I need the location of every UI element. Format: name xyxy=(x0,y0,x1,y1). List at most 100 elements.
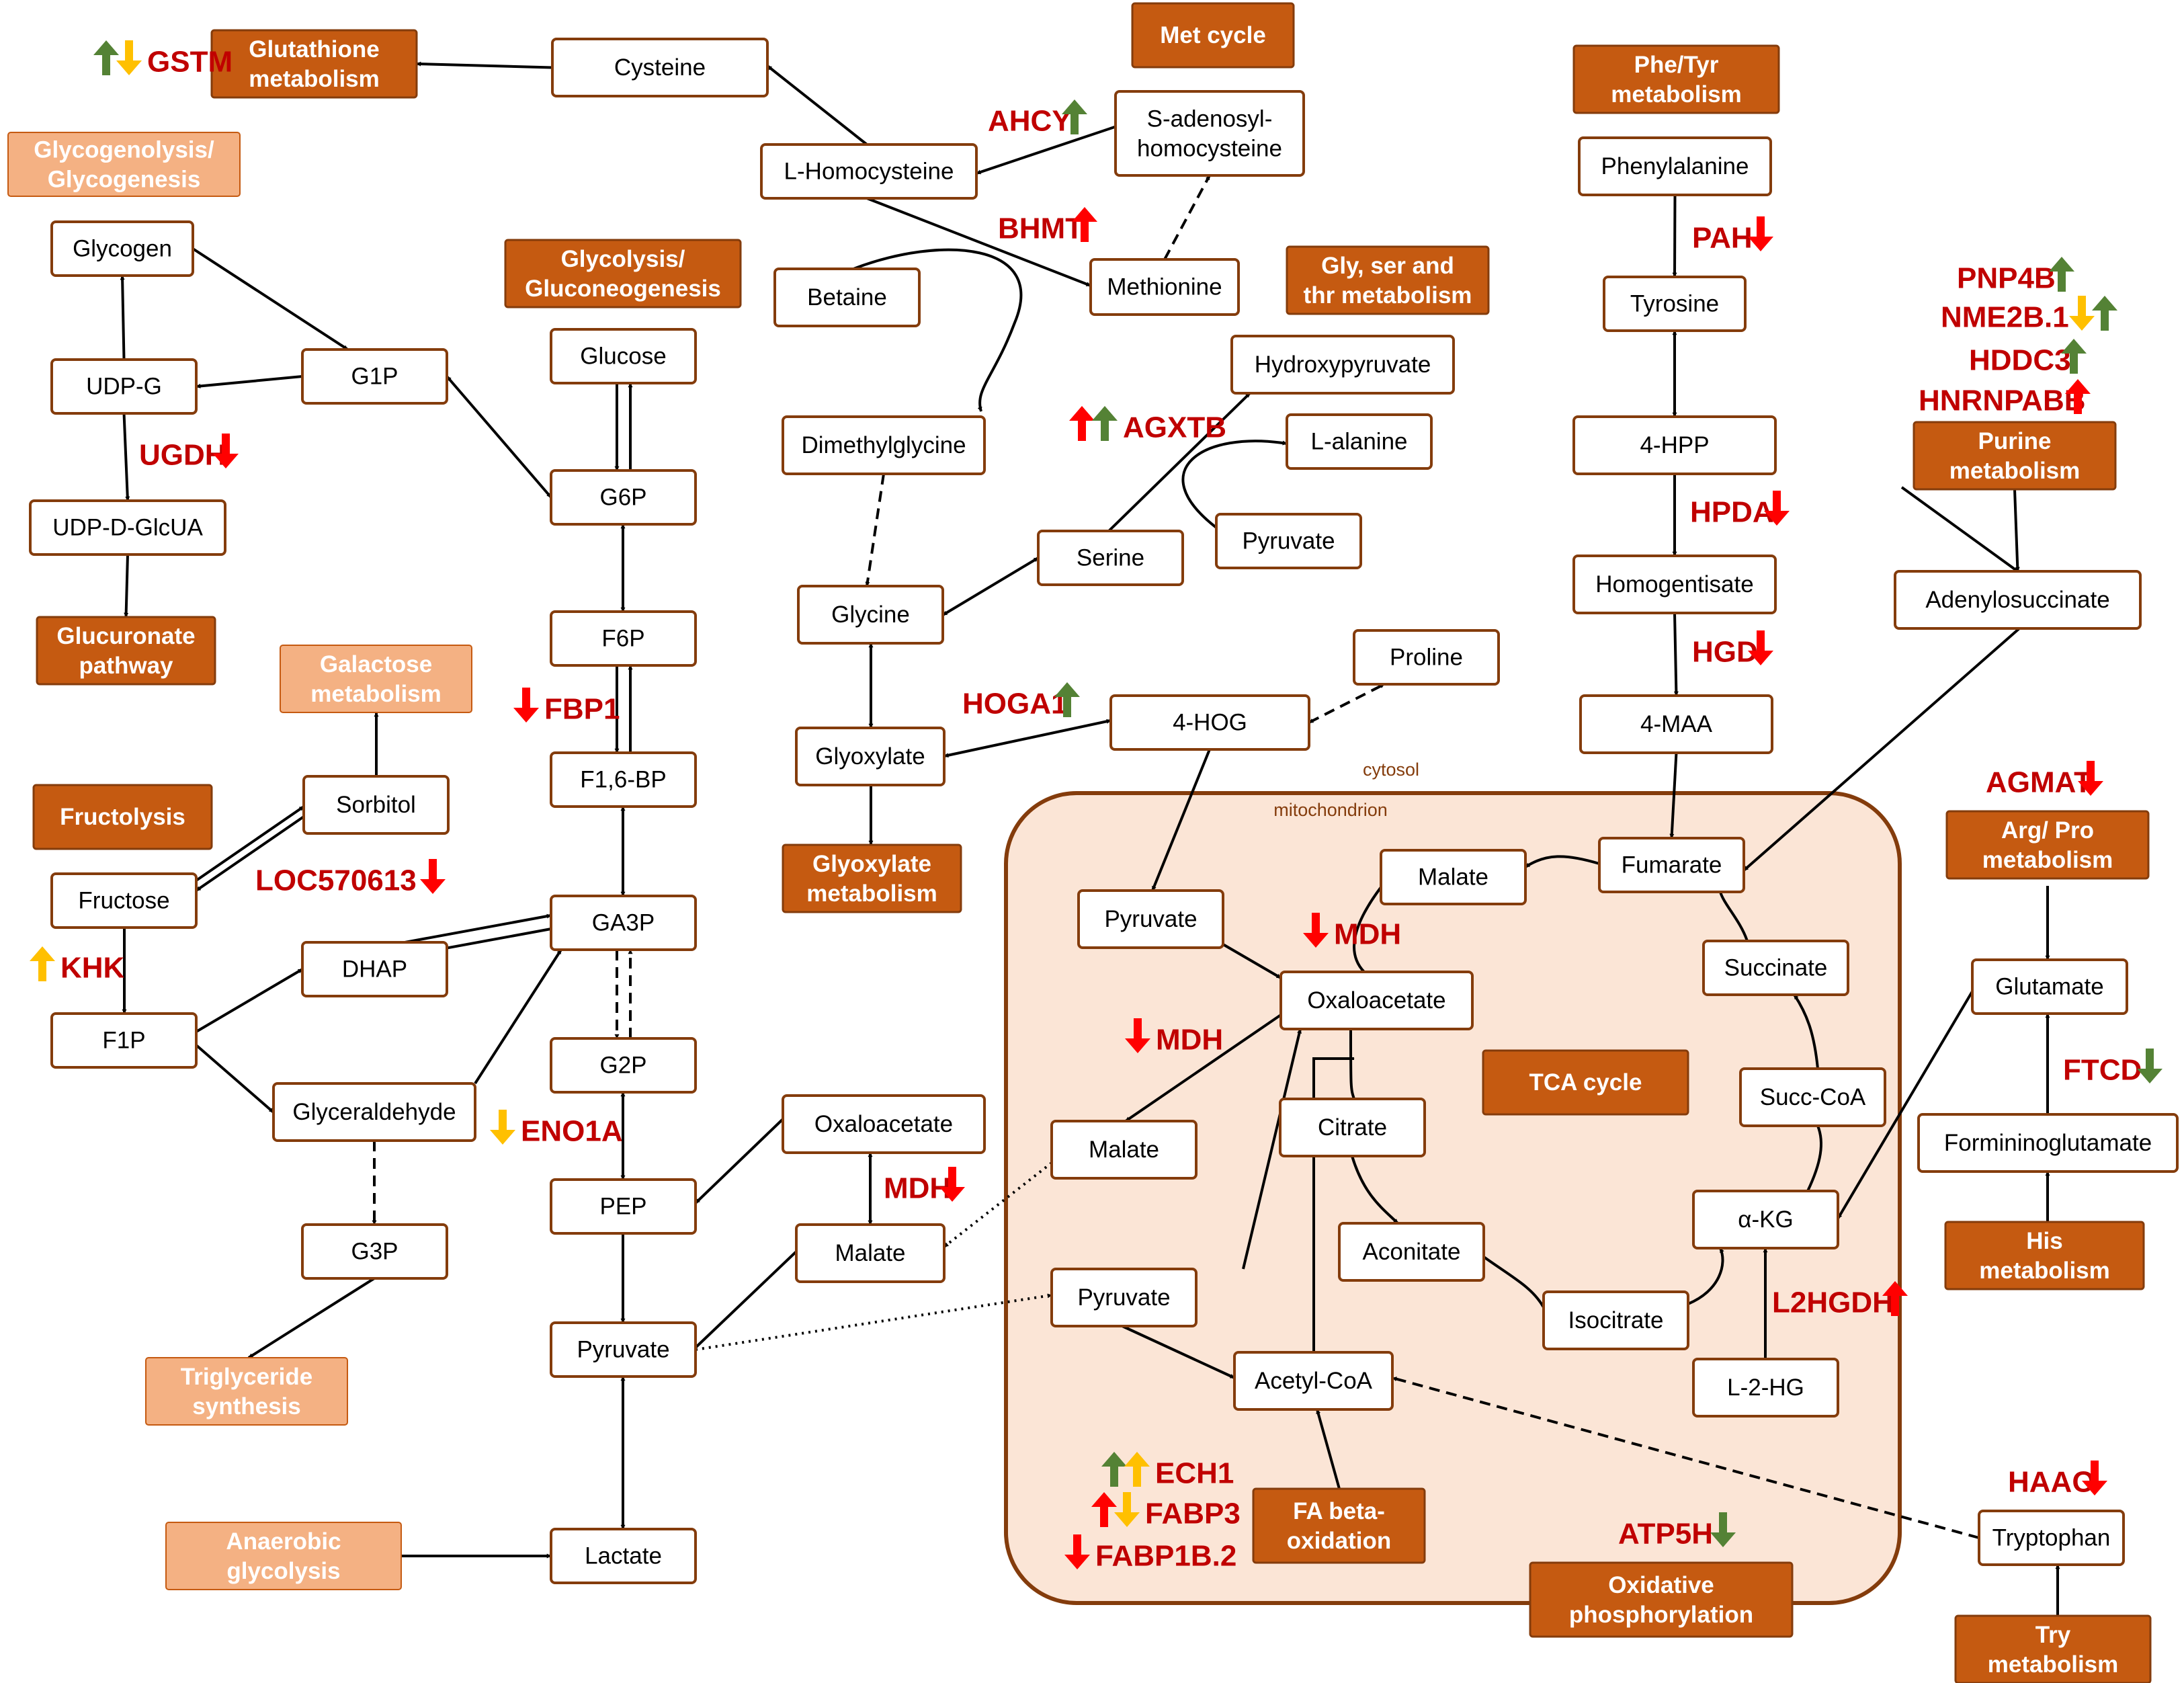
down-arrow-icon xyxy=(513,688,539,723)
metabolite-akg: α-KG xyxy=(1692,1190,1839,1249)
reaction-arrow xyxy=(446,375,552,499)
reaction-arrow xyxy=(1392,1377,1980,1539)
reaction-arrow xyxy=(1122,1325,1235,1379)
metabolite-cysteine: Cysteine xyxy=(551,38,769,97)
reaction-arrow xyxy=(766,65,868,146)
reaction-arrow xyxy=(1719,891,1749,942)
reaction-arrow xyxy=(1222,943,1282,979)
metabolite-hydroxypyruvate: Hydroxypyruvate xyxy=(1230,335,1455,395)
pathway-glycolysis-label: Glycolysis/Gluconeogenesis xyxy=(525,246,721,302)
reaction-arrow xyxy=(1124,1014,1282,1122)
metabolite-akg-label: α-KG xyxy=(1738,1206,1793,1233)
metabolite-fumarate-label: Fumarate xyxy=(1622,852,1722,878)
metabolite-serine: Serine xyxy=(1037,530,1184,586)
down-arrow-icon xyxy=(1064,1534,1090,1569)
metabolite-sorbitol-label: Sorbitol xyxy=(336,792,416,818)
cytosol-label: cytosol xyxy=(1363,760,1419,780)
metabolite-acetyl-coa-label: Acetyl-CoA xyxy=(1255,1368,1373,1394)
gene-mdh-3-label: MDH xyxy=(884,1172,951,1205)
reaction-arrow xyxy=(1353,886,1382,973)
metabolite-malate-cyt-label: Malate xyxy=(835,1240,905,1266)
gene-bhmt-label: BHMT xyxy=(998,212,1083,245)
metabolite-l2hg-label: L-2-HG xyxy=(1727,1374,1804,1401)
reaction-arrow xyxy=(1806,1125,1822,1192)
metabolite-acetyl-coa: Acetyl-CoA xyxy=(1233,1351,1394,1411)
metabolite-lactate: Lactate xyxy=(550,1528,697,1584)
reaction-arrow xyxy=(853,248,1023,412)
metabolite-pep-label: PEP xyxy=(599,1194,646,1220)
metabolite-serine-label: Serine xyxy=(1077,545,1144,571)
up-arrow-icon xyxy=(1101,1452,1127,1487)
metabolite-udp-glcua-label: UDP-D-GlcUA xyxy=(52,515,203,541)
pathway-fa-beta: FA beta-oxidation xyxy=(1252,1487,1426,1564)
pathway-glycogenolysis-label: Glycogenolysis/Glycogenesis xyxy=(34,136,214,192)
gene-hddc3: HDDC3 xyxy=(1969,339,2087,377)
metabolite-formiminoglutamate: Formininoglutamate xyxy=(1917,1113,2179,1173)
metabolite-proline: Proline xyxy=(1353,629,1500,686)
metabolite-glyceraldehyde: Glyceraldehyde xyxy=(272,1082,476,1142)
reaction-arrow xyxy=(474,948,562,1085)
metabolite-pep: PEP xyxy=(550,1178,697,1235)
metabolite-g1p-label: G1P xyxy=(351,364,398,390)
reaction-arrow xyxy=(866,197,1091,287)
metabolite-glucose: Glucose xyxy=(550,328,697,384)
metabolite-f16bp-label: F1,6-BP xyxy=(580,767,666,793)
gene-hgd-label: HGD xyxy=(1692,636,1758,669)
gene-l2hgdh-label: L2HGDH xyxy=(1772,1286,1894,1319)
pathway-tca: TCA cycle xyxy=(1482,1049,1689,1116)
pathway-glycogenolysis: Glycogenolysis/Glycogenesis xyxy=(7,132,241,197)
metabolite-glycine: Glycine xyxy=(797,585,944,645)
metabolite-homogentisate-label: Homogentisate xyxy=(1595,571,1753,598)
gene-atp5h: ATP5H xyxy=(1618,1512,1736,1551)
reaction-arrow xyxy=(1316,1409,1341,1489)
gene-ftcd-label: FTCD xyxy=(2063,1054,2142,1087)
gene-eno1a: ENO1A xyxy=(490,1110,623,1148)
metabolite-aconitate: Aconitate xyxy=(1338,1222,1485,1282)
reaction-arrow xyxy=(416,61,553,69)
down-arrow-icon xyxy=(939,1167,965,1202)
gene-agmat: AGMAT xyxy=(1986,761,2103,799)
reaction-arrow xyxy=(195,1044,275,1114)
up-arrow-icon xyxy=(1882,1281,1908,1316)
gene-nme2b1: NME2B.1 xyxy=(1941,296,2117,334)
metabolite-ga3p: GA3P xyxy=(550,895,697,951)
gene-ech1-label: ECH1 xyxy=(1155,1457,1234,1490)
metabolite-methionine: Methionine xyxy=(1089,258,1240,316)
reaction-arrow xyxy=(195,805,305,882)
metabolite-malate-mito: Malate xyxy=(1050,1120,1198,1180)
up-arrow-icon xyxy=(93,40,119,75)
reaction-arrow xyxy=(943,1161,1053,1248)
up-arrow-icon xyxy=(1072,207,1097,242)
metabolite-lactate-label: Lactate xyxy=(585,1543,662,1569)
metabolite-succ-coa: Succ-CoA xyxy=(1739,1067,1886,1127)
metabolite-l-homocysteine: L-Homocysteine xyxy=(760,143,978,200)
metabolite-glutamate-label: Glutamate xyxy=(1995,974,2103,1000)
metabolite-glycogen-label: Glycogen xyxy=(73,236,172,262)
metabolite-maa: 4-MAA xyxy=(1579,694,1773,754)
metabolite-citrate: Citrate xyxy=(1279,1098,1426,1157)
metabolite-malate-tca: Malate xyxy=(1380,849,1527,905)
metabolite-f6p: F6P xyxy=(550,610,697,667)
up-arrow-icon xyxy=(2092,296,2117,331)
gene-hgd: HGD xyxy=(1692,630,1773,669)
up-arrow-icon xyxy=(2061,339,2087,374)
metabolite-glutamate: Glutamate xyxy=(1971,958,2128,1015)
metabolite-l-alanine: L-alanine xyxy=(1286,413,1433,470)
metabolite-l2hg: L-2-HG xyxy=(1692,1358,1839,1418)
metabolite-malate-cyt: Malate xyxy=(795,1223,946,1283)
gene-ahcy: AHCY xyxy=(988,99,1087,138)
gene-nme2b1-label: NME2B.1 xyxy=(1941,301,2069,334)
gene-atp5h-label: ATP5H xyxy=(1618,1518,1713,1551)
